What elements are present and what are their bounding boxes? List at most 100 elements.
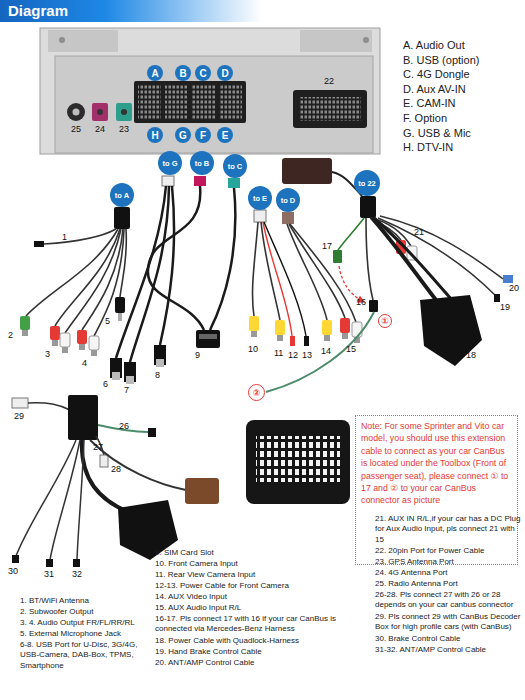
description-item: 6-8. USB Port for U-Disc, 3G/4G, USB-Cam… xyxy=(20,640,154,671)
wire xyxy=(16,440,76,556)
canbus-box xyxy=(282,158,332,184)
rca-tip xyxy=(22,330,28,336)
description-item: 24. 4G Antenna Port xyxy=(375,568,523,578)
usb-plug-tip xyxy=(156,359,164,367)
rca-plug xyxy=(77,330,87,344)
connector-letter-text: F xyxy=(200,130,206,141)
callout-number: 25 xyxy=(71,124,81,134)
plug-tag-text: to C xyxy=(228,162,243,171)
rca-tip xyxy=(324,335,330,341)
wire xyxy=(378,218,496,296)
description-item: 12-13. Power Cable for Front Camera xyxy=(155,581,365,591)
plug-tag-text: to 22 xyxy=(358,179,376,188)
callout-circle-text: ① xyxy=(381,316,389,326)
connector-letter: A xyxy=(147,65,163,81)
dongle-cable xyxy=(210,188,235,330)
canbus-connector-photo xyxy=(246,420,350,504)
connector-letter: B xyxy=(175,65,191,81)
rca-plug xyxy=(352,322,362,337)
callout-number: 8 xyxy=(155,370,160,380)
note-box-text: Note: For some Sprinter and Vito car mod… xyxy=(361,420,512,507)
socket xyxy=(138,85,161,119)
wire xyxy=(263,222,292,336)
callout-number: 20 xyxy=(509,283,519,293)
screw-hole xyxy=(363,37,369,43)
harness-connector xyxy=(194,176,206,186)
callout-number: 24 xyxy=(95,124,105,134)
usb-cable xyxy=(148,186,204,330)
plug-17 xyxy=(333,250,342,263)
callout-number: 15 xyxy=(346,344,356,354)
wire xyxy=(253,222,258,316)
callout-number: 19 xyxy=(500,302,510,312)
plug-tag: to C xyxy=(223,154,247,178)
plug-28 xyxy=(100,455,108,467)
connector-block xyxy=(134,81,246,123)
rca-plug xyxy=(249,316,259,331)
plug-tag: to A xyxy=(110,183,134,207)
description-item: 3. 4. Audio Output FR/FL/RR/RL xyxy=(20,618,154,628)
connector-letter: F xyxy=(195,127,211,143)
4g-antenna-port xyxy=(92,103,108,121)
rca-plug xyxy=(322,320,332,335)
plug-tag-text: to D xyxy=(281,196,296,205)
title-band xyxy=(0,0,525,22)
description-item: 21. AUX IN R/L,if your car has a DC Plug… xyxy=(375,514,523,545)
callout-number: 10 xyxy=(248,344,258,354)
wire xyxy=(77,440,84,560)
plug-tag: to B xyxy=(190,151,214,175)
connector-letter-text: H xyxy=(151,130,158,141)
extension-cable xyxy=(266,312,374,392)
connector-letter-text: A xyxy=(151,68,158,79)
connector-letter: G xyxy=(175,127,191,143)
callout-number: 18 xyxy=(466,350,476,360)
callout-number: 26 xyxy=(119,421,129,431)
radio-antenna-pin xyxy=(73,109,80,116)
radio-antenna-port xyxy=(67,103,85,121)
description-item: 15. AUX Audio Input R/L xyxy=(155,603,365,613)
callout-number: 29 xyxy=(14,411,24,421)
wire xyxy=(50,440,80,560)
power-lead xyxy=(304,336,309,346)
power-port-pins xyxy=(299,97,361,121)
quadlock-connector xyxy=(420,295,482,366)
iso-connector xyxy=(185,478,219,504)
description-item: 19. Hand Brake Control Cable xyxy=(155,647,365,657)
mount-tab xyxy=(300,30,372,52)
description-item: 22. 20pin Port for Power Cable xyxy=(375,546,523,556)
description-item: 29. Pls connect 29 with CanBus Decoder B… xyxy=(375,612,523,633)
diagram-title: Diagram xyxy=(8,2,68,19)
rca-plug xyxy=(20,316,30,330)
plug-tag-text: to G xyxy=(163,159,178,168)
callout-number: 12 xyxy=(288,350,298,360)
callout-number: 6 xyxy=(103,379,108,389)
callout-number: 17 xyxy=(322,241,332,251)
callout-number: 30 xyxy=(8,566,18,576)
description-item: 14. AUX Video Input xyxy=(155,592,365,602)
sim-slot xyxy=(196,330,220,348)
port-key-line: E. CAM-IN xyxy=(403,97,456,109)
description-item: 5. External Microphone Jack xyxy=(20,629,154,639)
callout-number: 3 xyxy=(45,349,50,359)
connector-letter: C xyxy=(195,65,211,81)
description-item: 31-32. ANT/AMP Control Cable xyxy=(375,645,523,655)
callout-number: 27 xyxy=(93,442,103,452)
rca-tip xyxy=(52,340,58,346)
callout-number: 2 xyxy=(8,330,13,340)
callout-number: 31 xyxy=(44,569,54,579)
wire xyxy=(120,229,126,297)
rca-tip xyxy=(62,347,68,353)
plug-26 xyxy=(148,428,156,437)
rca-tip xyxy=(79,344,85,350)
wire xyxy=(90,440,186,490)
callout-number: 7 xyxy=(124,385,129,395)
wire xyxy=(366,218,373,300)
connector-letter-text: E xyxy=(222,130,229,141)
description-item: 20. ANT/AMP Control Cable xyxy=(155,658,365,668)
connector-letter-text: B xyxy=(179,68,186,79)
usb-plug-tip xyxy=(126,376,134,384)
description-item: 23. GPS Antenna Port xyxy=(375,557,523,567)
wire-end xyxy=(12,555,19,563)
socket xyxy=(165,85,188,119)
wire xyxy=(287,224,327,320)
